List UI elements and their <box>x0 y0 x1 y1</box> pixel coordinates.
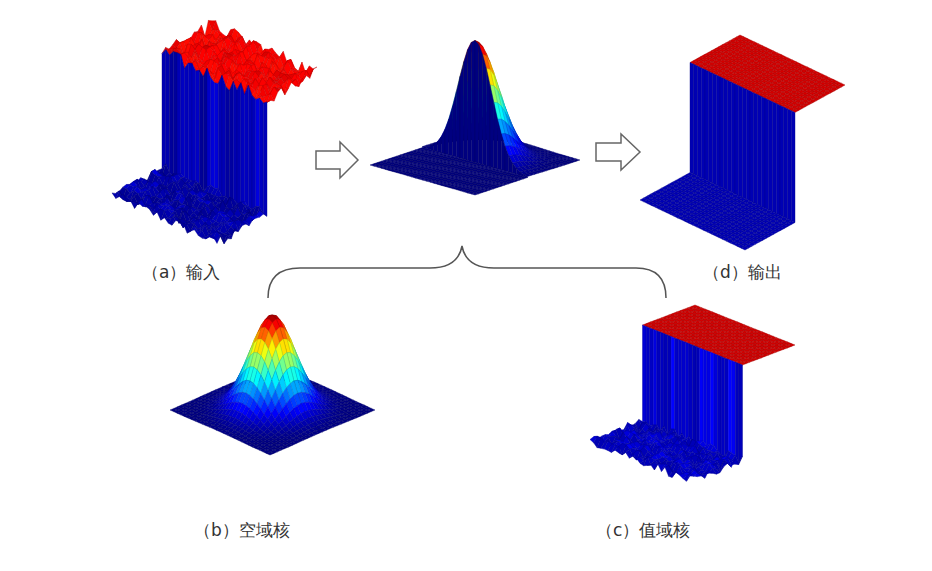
surface-facet <box>215 83 219 189</box>
surface-facet <box>123 194 130 201</box>
surface-facet <box>498 119 502 170</box>
surface-facet <box>203 68 207 191</box>
surface-facet <box>226 86 230 201</box>
surface-facet <box>694 64 698 176</box>
surface-facet <box>173 52 177 177</box>
surface-facet <box>501 134 505 171</box>
surface-plot <box>112 20 317 244</box>
surface-facet <box>720 77 724 189</box>
surface-facet <box>218 75 222 196</box>
surface-facet <box>241 83 245 204</box>
surface-facet <box>494 102 498 168</box>
surface-facet <box>220 236 227 244</box>
surface-facet <box>524 173 532 176</box>
surface-facet <box>166 50 170 173</box>
surface-facet <box>245 85 249 206</box>
surface-facet <box>453 92 457 157</box>
surface-facet <box>252 95 256 209</box>
surface-facet <box>483 54 487 166</box>
surface-facet <box>222 75 226 196</box>
surface-facet <box>460 62 464 160</box>
surface-facet <box>191 223 198 231</box>
surface-facet <box>731 82 735 194</box>
surface-facet <box>513 163 517 174</box>
surface-plot <box>640 35 845 250</box>
surface-facet <box>188 63 192 181</box>
surface-facet <box>233 81 237 203</box>
surface-facet <box>211 78 215 188</box>
surface-plots <box>112 20 845 481</box>
surface-facet <box>281 86 288 95</box>
surface-facet <box>441 129 445 154</box>
surface-facet <box>479 45 483 165</box>
surface-facet <box>449 106 453 156</box>
surface-facet <box>709 71 713 183</box>
surface-facet <box>150 209 157 215</box>
surface-facet <box>192 63 196 181</box>
surface-facet <box>438 137 442 153</box>
surface-facet <box>236 53 243 65</box>
surface-facet <box>690 63 694 175</box>
surface-facet <box>177 53 181 176</box>
surface-facet <box>468 42 472 161</box>
surface-facet <box>724 79 728 191</box>
surface-facet <box>260 98 264 213</box>
surface-facet <box>471 41 475 163</box>
surface-facet <box>170 52 174 177</box>
surface-facet <box>230 81 234 201</box>
surface-facet <box>713 73 717 185</box>
surface-facet <box>196 70 200 184</box>
surface-facet <box>698 66 702 178</box>
surface-facet <box>263 102 267 216</box>
surface-facet <box>716 75 720 187</box>
surface-facet <box>138 200 145 207</box>
surface-facet <box>181 54 185 177</box>
surface-facet <box>490 85 494 168</box>
surface-facet <box>728 80 732 192</box>
surface-facet <box>735 84 739 196</box>
surface-facet <box>191 227 198 232</box>
surface-facet <box>185 63 189 180</box>
surface-facet <box>701 68 705 180</box>
surface-facet <box>213 236 220 244</box>
surface-facet <box>207 68 211 187</box>
surface-facet <box>200 70 204 191</box>
surface-facet <box>237 83 241 204</box>
surface-facet <box>471 193 479 195</box>
surface-facet <box>248 85 252 209</box>
surface-facet <box>464 50 468 160</box>
surface-facet <box>509 156 513 173</box>
surface-facet <box>256 207 263 217</box>
surface-facet <box>486 68 490 167</box>
surface-facet <box>445 119 449 155</box>
surface-facet <box>285 78 292 93</box>
surface-facet <box>434 142 438 152</box>
surface-facet <box>292 79 299 86</box>
surface-facet <box>212 21 219 31</box>
surface-facet <box>475 41 479 164</box>
surface-facet <box>256 98 260 207</box>
surface-facet <box>259 86 266 97</box>
surface-facet <box>456 76 460 158</box>
surface-facet <box>224 235 231 240</box>
surface-facet <box>505 146 509 172</box>
surface-facet <box>267 93 274 102</box>
surface-plot <box>370 41 580 196</box>
surface-facet <box>162 50 166 169</box>
surface-facet <box>705 70 709 182</box>
